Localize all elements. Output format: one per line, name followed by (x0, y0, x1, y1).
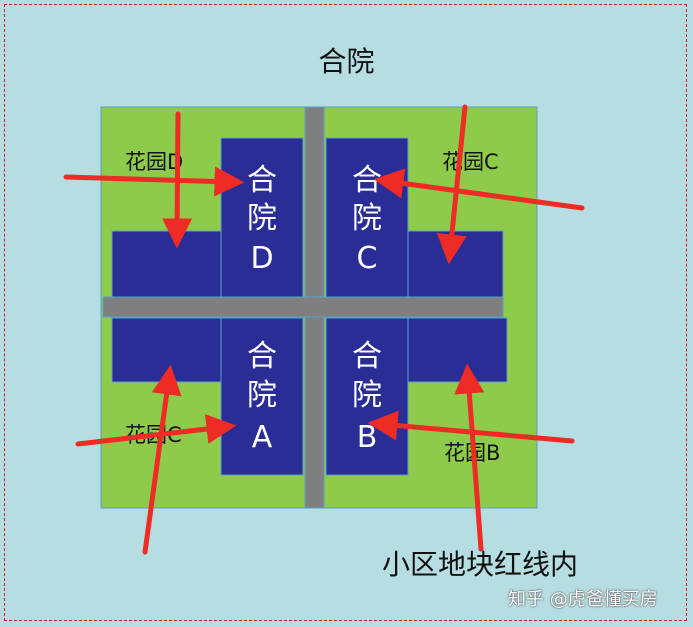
courtyard-b-letter: B (357, 420, 378, 455)
arrow-to-garden-bottom-left (142, 364, 182, 555)
courtyard-a-char1: 合 (247, 339, 277, 374)
courtyard-a-wing (111, 317, 222, 383)
courtyard-b-building (325, 317, 409, 476)
courtyard-d-char2: 院 (247, 201, 277, 236)
courtyard-a-char2: 院 (247, 378, 277, 413)
courtyard-a-letter: A (252, 420, 273, 455)
arrow-to-courtyard-c (373, 168, 585, 211)
arrow-to-garden-top-right (436, 104, 468, 265)
courtyard-b-char1: 合 (352, 339, 382, 374)
courtyard-c-char1: 合 (352, 163, 382, 198)
courtyard-d-char1: 合 (247, 163, 277, 198)
courtyard-d-building (220, 137, 304, 299)
arrow-to-courtyard-a (75, 414, 237, 447)
courtyard-c-building (325, 137, 409, 299)
courtyard-d-wing (111, 230, 222, 299)
garden-label-top-left: 花园D (125, 150, 183, 174)
arrow-to-garden-bottom-right (454, 363, 485, 552)
courtyard-b-char2: 院 (352, 378, 382, 413)
arrow-to-courtyard-b (367, 410, 575, 444)
arrow-to-courtyard-d (63, 166, 245, 197)
courtyard-b-wing (407, 317, 508, 383)
courtyard-a-building (220, 317, 304, 476)
watermark: 知乎 @虎爸懂买房 (508, 589, 658, 610)
red-line-boundary (4, 4, 687, 621)
road-horizontal (102, 296, 504, 318)
courtyard-c-char2: 院 (352, 201, 382, 236)
diagram-title: 合院 (318, 45, 375, 78)
courtyard-c-wing (407, 230, 504, 299)
boundary-label: 小区地块红线内 (382, 548, 579, 581)
garden-label-top-right: 花园C (442, 150, 499, 174)
arrow-to-garden-top-left (162, 111, 193, 249)
courtyard-c-letter: C (357, 241, 378, 276)
courtyard-d-letter: D (250, 241, 273, 276)
